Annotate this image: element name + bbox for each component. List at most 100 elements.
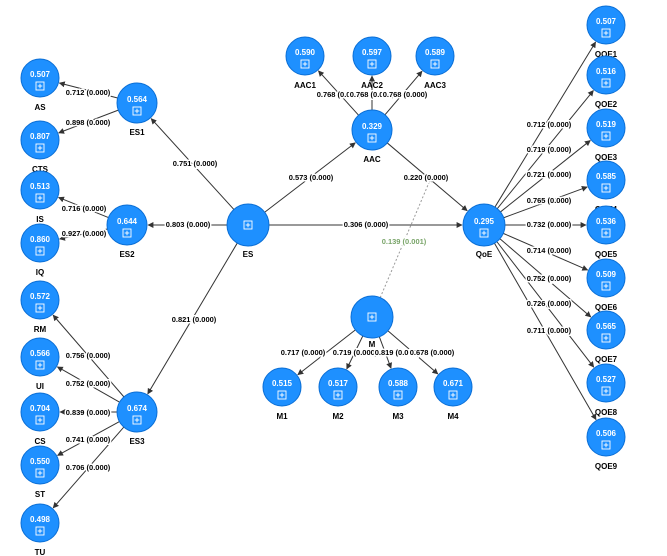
edge-es3-rm — [52, 314, 125, 398]
edge-label-qoe-qoe1: 0.712 (0.000) — [527, 120, 572, 129]
node-circle[interactable] — [20, 120, 60, 160]
node-circle[interactable] — [415, 36, 455, 76]
node-circle[interactable] — [378, 367, 418, 407]
node-m[interactable]: M — [350, 295, 394, 349]
node-circle[interactable] — [318, 367, 358, 407]
expand-plus-icon[interactable] — [35, 193, 45, 203]
node-label: RM — [34, 325, 47, 334]
expand-plus-icon[interactable] — [601, 281, 611, 291]
expand-plus-icon[interactable] — [367, 312, 377, 322]
expand-plus-icon[interactable] — [35, 81, 45, 91]
node-circle[interactable] — [433, 367, 473, 407]
node-circle[interactable] — [586, 160, 626, 200]
expand-plus-icon[interactable] — [601, 440, 611, 450]
expand-plus-icon[interactable] — [243, 220, 253, 230]
expand-plus-icon[interactable] — [277, 390, 287, 400]
expand-plus-icon[interactable] — [35, 415, 45, 425]
node-circle[interactable] — [20, 337, 60, 377]
node-circle[interactable] — [20, 392, 60, 432]
node-circle[interactable] — [586, 205, 626, 245]
expand-plus-icon[interactable] — [132, 106, 142, 116]
node-circle[interactable] — [20, 280, 60, 320]
node-circle[interactable] — [116, 391, 158, 433]
node-circle[interactable] — [106, 204, 148, 246]
node-circle[interactable] — [262, 367, 302, 407]
node-circle[interactable] — [586, 417, 626, 457]
expand-plus-icon[interactable] — [35, 143, 45, 153]
expand-plus-icon[interactable] — [35, 526, 45, 536]
node-circle[interactable] — [586, 5, 626, 45]
expand-plus-icon[interactable] — [35, 303, 45, 313]
node-circle[interactable] — [586, 363, 626, 403]
node-circle[interactable] — [20, 503, 60, 543]
node-value: 0.527 — [596, 375, 617, 384]
expand-plus-icon[interactable] — [601, 228, 611, 238]
node-circle[interactable] — [586, 310, 626, 350]
expand-plus-icon[interactable] — [601, 28, 611, 38]
node-circle[interactable] — [116, 82, 158, 124]
node-circle[interactable] — [586, 55, 626, 95]
expand-plus-icon[interactable] — [333, 390, 343, 400]
expand-plus-icon[interactable] — [601, 78, 611, 88]
node-circle[interactable] — [351, 109, 393, 151]
expand-plus-icon[interactable] — [601, 333, 611, 343]
node-circle[interactable] — [20, 58, 60, 98]
node-circle[interactable] — [20, 170, 60, 210]
node-es[interactable]: ES — [226, 203, 270, 259]
expand-plus-icon[interactable] — [393, 390, 403, 400]
expand-plus-icon[interactable] — [122, 228, 132, 238]
expand-plus-icon[interactable] — [35, 360, 45, 370]
expand-plus-icon[interactable] — [601, 131, 611, 141]
expand-plus-icon[interactable] — [367, 133, 377, 143]
expand-plus-icon[interactable] — [601, 183, 611, 193]
node-circle[interactable] — [20, 223, 60, 263]
node-circle[interactable] — [586, 108, 626, 148]
node-circle[interactable] — [20, 445, 60, 485]
expand-plus-icon[interactable] — [35, 246, 45, 256]
expand-plus-icon[interactable] — [300, 59, 310, 69]
expand-plus-icon[interactable] — [35, 468, 45, 478]
node-circle[interactable] — [462, 203, 506, 247]
expand-plus-icon[interactable] — [601, 386, 611, 396]
node-label: QOE9 — [595, 462, 618, 471]
node-circle[interactable] — [586, 258, 626, 298]
expand-plus-icon[interactable] — [430, 59, 440, 69]
expand-plus-icon[interactable] — [448, 390, 458, 400]
expand-plus-icon[interactable] — [132, 415, 142, 425]
edge-label-es1-as: 0.712 (0.000) — [66, 88, 111, 97]
edge-qoe-qoe6 — [503, 232, 589, 271]
node-circle[interactable] — [352, 36, 392, 76]
expand-plus-icon[interactable] — [479, 228, 489, 238]
node-circle[interactable] — [285, 36, 325, 76]
expand-plus-icon[interactable] — [367, 59, 377, 69]
